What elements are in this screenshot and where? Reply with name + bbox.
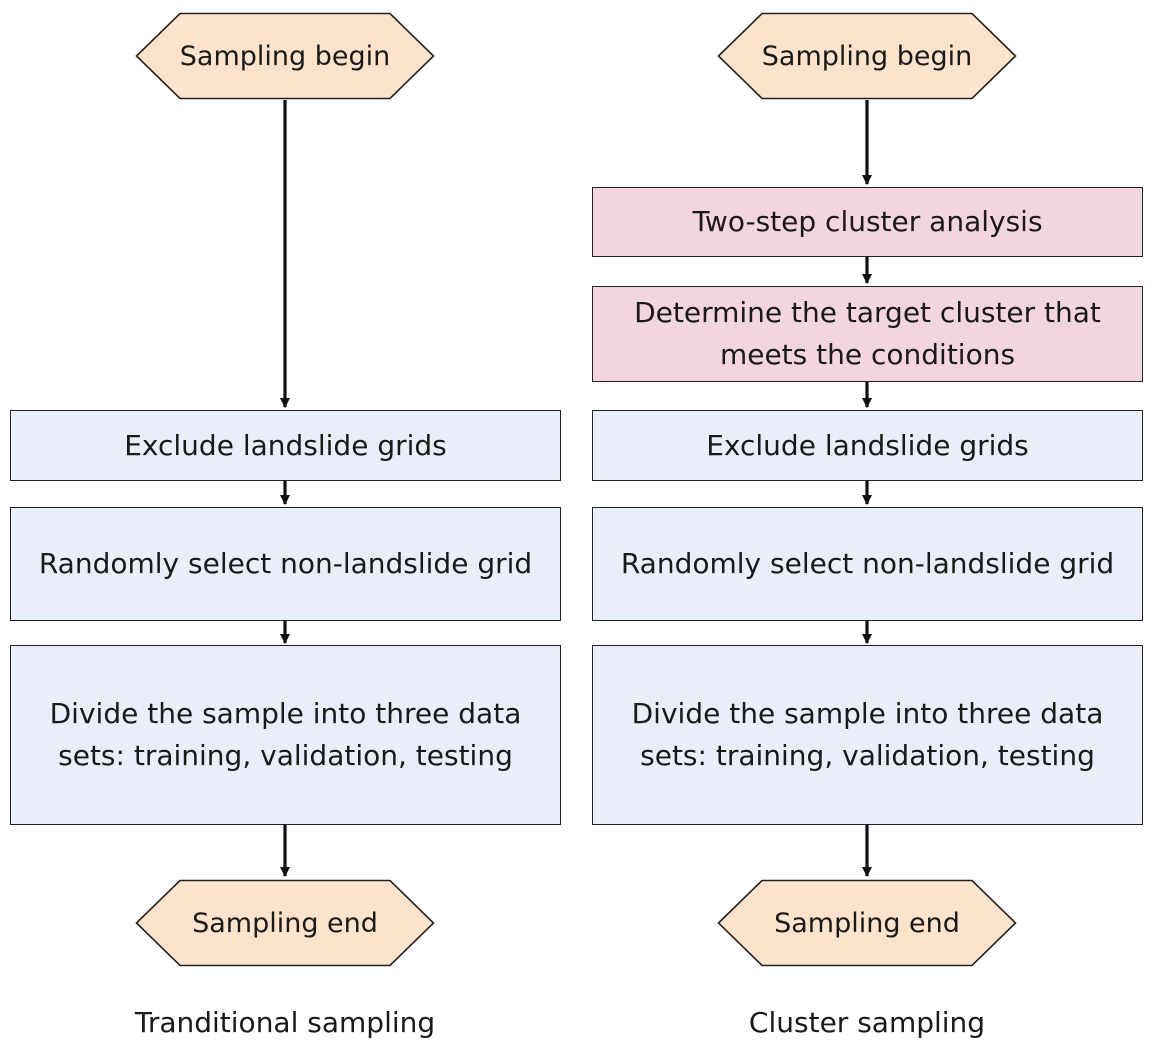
left-random-select-box: Randomly select non-landslide grid [10,507,561,621]
right-random-select-box: Randomly select non-landslide grid [592,507,1143,621]
right-exclude-landslide-label: Exclude landslide grids [706,428,1029,462]
right-end-label: Sampling end [774,907,960,939]
left-divide-sample-box: Divide the sample into three data sets: … [10,645,561,825]
left-start-shape [135,12,435,100]
right-target-cluster-label: Determine the target cluster that meets … [634,296,1101,371]
left-start-node: Sampling begin [135,12,435,100]
right-two-step-cluster-label: Two-step cluster analysis [692,205,1043,238]
right-divide-sample-box: Divide the sample into three data sets: … [592,645,1143,825]
right-start-shape [717,12,1017,100]
left-end-label: Sampling end [192,907,378,939]
left-end-node: Sampling end [135,879,435,967]
left-start-label: Sampling begin [179,40,391,72]
right-start-node: Sampling begin [717,12,1017,100]
right-start-label: Sampling begin [761,40,973,72]
right-two-step-cluster-box: Two-step cluster analysis [592,187,1143,257]
right-random-select-label: Randomly select non-landslide grid [620,547,1115,580]
left-end-shape [135,879,435,967]
left-exclude-landslide-box: Exclude landslide grids [10,410,561,481]
left-divide-sample-label: Divide the sample into three data sets: … [49,697,522,772]
left-caption: Tranditional sampling [134,1006,436,1039]
right-divide-sample-label: Divide the sample into three data sets: … [631,697,1104,772]
right-target-cluster-box: Determine the target cluster that meets … [592,286,1143,382]
right-end-node: Sampling end [717,879,1017,967]
right-caption: Cluster sampling [748,1006,986,1039]
right-end-shape [717,879,1017,967]
left-random-select-label: Randomly select non-landslide grid [38,547,533,580]
left-exclude-landslide-label: Exclude landslide grids [124,428,447,462]
right-exclude-landslide-box: Exclude landslide grids [592,410,1143,481]
